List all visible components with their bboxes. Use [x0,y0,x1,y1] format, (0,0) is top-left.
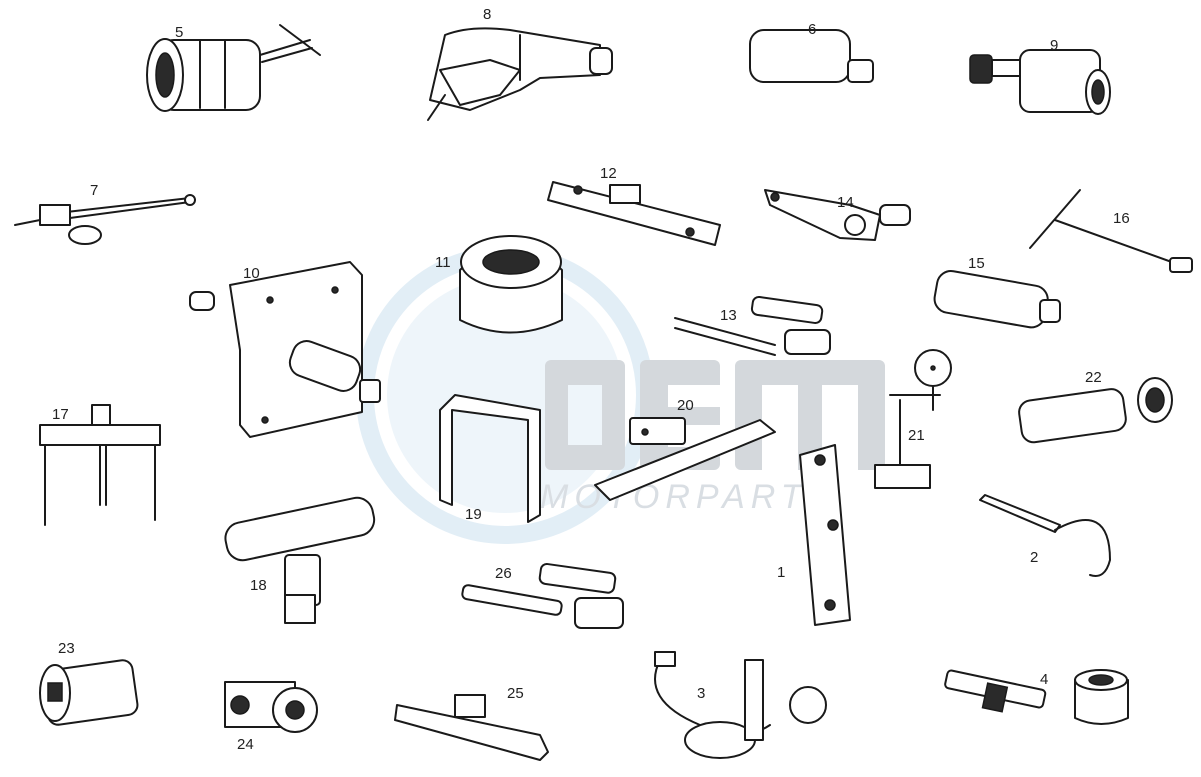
part-label-24: 24 [237,736,254,753]
part-label-11: 11 [435,254,451,271]
part-label-1: 1 [777,564,786,581]
part-label-5: 5 [175,24,184,41]
part-label-8: 8 [483,6,492,23]
part-15-sleeve [933,270,1061,329]
part-5-socket-puller [146,24,321,112]
part-label-3: 3 [697,685,706,702]
part-20-locking-tool [594,417,776,501]
part-9-extractor [969,49,1111,115]
part-label-26: 26 [495,565,512,582]
part-6-drift [749,29,874,83]
part-label-15: 15 [968,255,985,272]
part-label-19: 19 [465,506,482,523]
part-label-22: 22 [1085,369,1102,386]
part-1-bar [799,444,851,626]
part-26-pins [461,563,624,629]
part-7-wire-tool [14,194,196,245]
part-label-10: 10 [243,265,260,282]
part-label-20: 20 [677,397,694,414]
part-label-13: 13 [720,307,737,324]
part-2-hook-spanner [979,494,1112,577]
part-12-plate [547,181,721,246]
part-label-4: 4 [1040,671,1049,688]
part-3-gauge-assembly [654,651,827,759]
part-label-21: 21 [908,427,925,444]
part-21-dial-gauge [874,349,952,489]
part-23-socket [39,659,139,726]
part-label-16: 16 [1113,210,1130,227]
part-14-spanner [764,189,911,241]
part-13-pins [674,295,831,356]
part-label-2: 2 [1030,549,1039,566]
part-24-flange-tool [224,681,318,733]
part-label-7: 7 [90,182,99,199]
part-22-sleeve-ring [1018,377,1173,444]
part-label-12: 12 [600,165,617,182]
part-label-9: 9 [1050,37,1059,54]
part-25-plate [394,694,549,761]
part-label-17: 17 [52,406,69,423]
part-19-bracket [439,394,541,523]
part-10-support-plate [189,261,381,438]
watermark-text: MOTORPARTS [540,478,837,516]
part-label-18: 18 [250,577,267,594]
part-label-6: 6 [808,21,817,38]
part-17-puller [39,404,161,526]
part-label-14: 14 [837,194,854,211]
part-11-bushing [459,235,563,334]
part-18-t-handle [224,496,376,624]
part-16-t-wrench [1029,189,1193,273]
part-8-handle-tool [427,27,613,121]
part-4-adapter [944,669,1129,725]
part-label-23: 23 [58,640,75,657]
part-label-25: 25 [507,685,524,702]
